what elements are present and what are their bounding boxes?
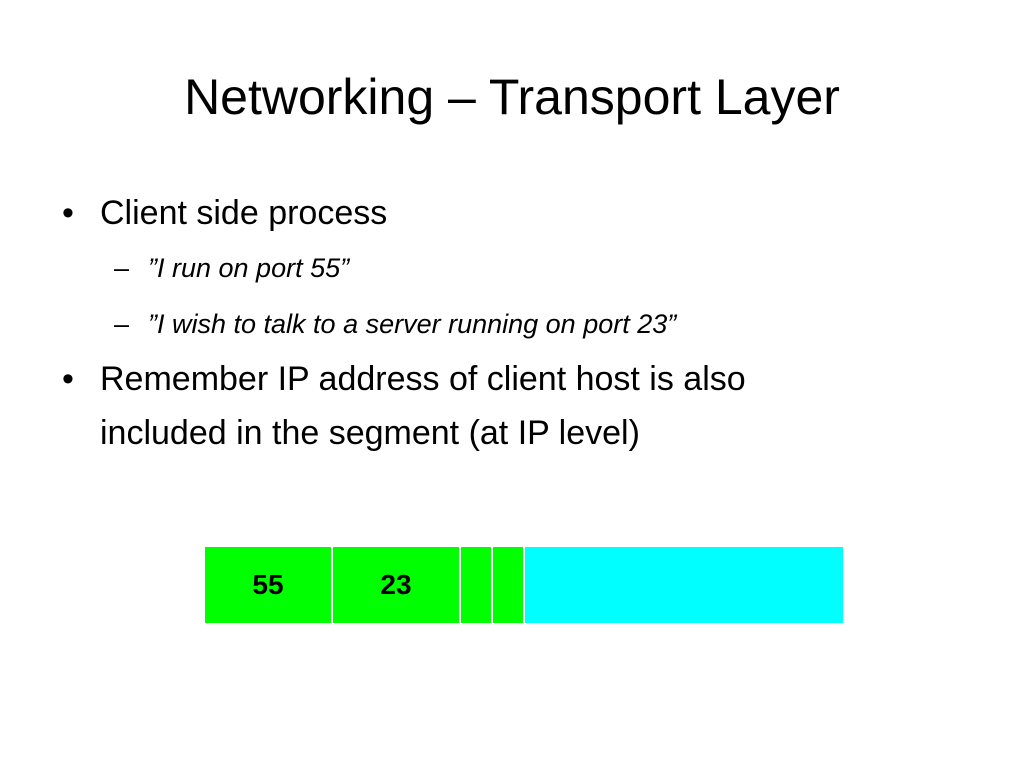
dash-marker: – xyxy=(114,253,130,283)
dash-marker: – xyxy=(114,309,130,339)
bullet-text: Remember IP address of client host is al… xyxy=(100,360,746,398)
bullet-client-side: • Client side process xyxy=(62,186,962,240)
subitem-text: ”I run on port 55” xyxy=(148,253,350,283)
slide-title: Networking – Transport Layer xyxy=(184,69,840,125)
segment-diagram: 55 23 xyxy=(204,546,844,624)
bullet-remember-ip: • Remember IP address of client host is … xyxy=(62,352,962,460)
segment-cell-dest-port: 23 xyxy=(332,546,460,624)
bullet-list: • Client side process – ”I run on port 5… xyxy=(62,186,962,460)
bullet-text: Client side process xyxy=(100,194,388,232)
segment-cell-source-port: 55 xyxy=(204,546,332,624)
segment-cell-header-b xyxy=(492,546,524,624)
subitem-port-55: – ”I run on port 55” xyxy=(62,240,962,296)
bullet-marker: • xyxy=(62,360,74,398)
subitem-port-23: – ”I wish to talk to a server running on… xyxy=(62,296,962,352)
segment-cell-header-a xyxy=(460,546,492,624)
subitem-text: ”I wish to talk to a server running on p… xyxy=(148,309,677,339)
bullet-marker: • xyxy=(62,194,74,232)
bullet-text-continuation: included in the segment (at IP level) xyxy=(100,414,640,452)
segment-cell-payload xyxy=(524,546,844,624)
